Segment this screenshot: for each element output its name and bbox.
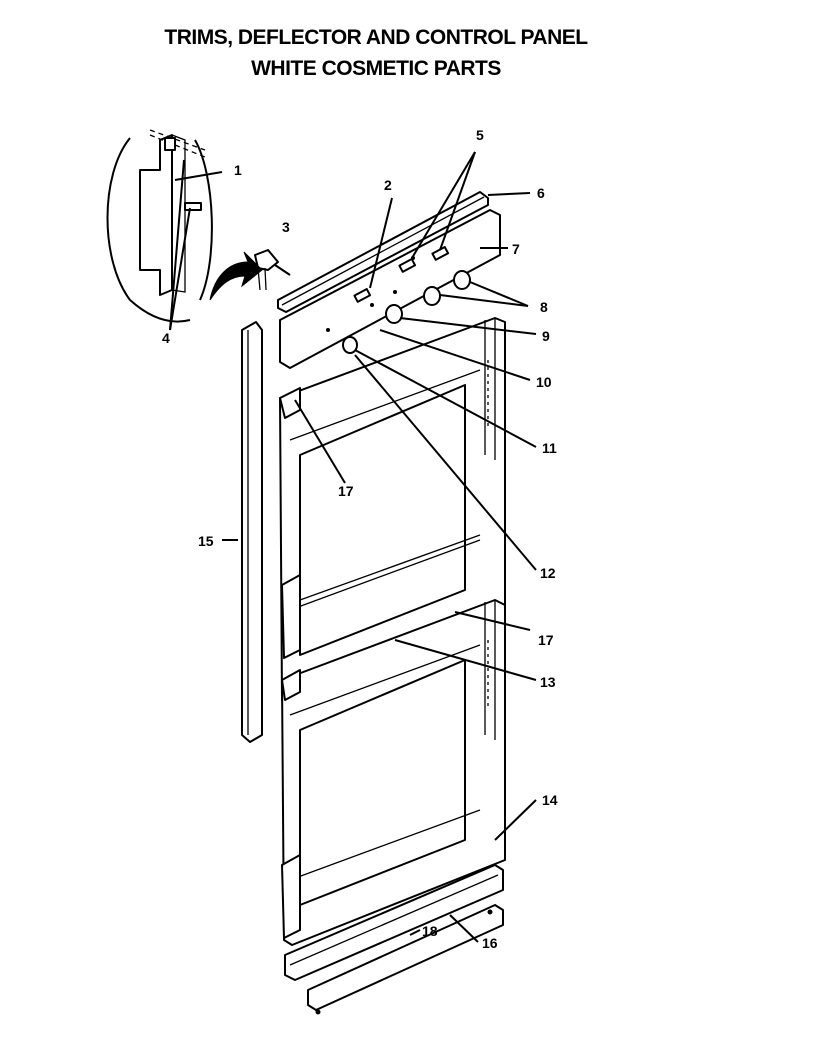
lower-frame (281, 599, 506, 946)
control-panel-7 (279, 209, 501, 369)
callout-3: 3 (282, 219, 290, 235)
detail-inset (106, 129, 223, 331)
side-trim-15 (241, 321, 263, 743)
callout-7: 7 (512, 241, 520, 257)
callout-16: 16 (482, 935, 498, 951)
callout-9: 9 (542, 328, 550, 344)
callout-10: 10 (536, 374, 552, 390)
callout-18: 18 (422, 923, 438, 939)
clip-part-3 (209, 249, 291, 301)
callout-14: 14 (542, 792, 558, 808)
leader-lines (222, 151, 537, 943)
callout-2: 2 (384, 177, 392, 193)
diagram-subtitle: WHITE COSMETIC PARTS (251, 57, 501, 80)
callout-15: 15 (198, 533, 214, 549)
upper-frame (279, 317, 506, 706)
callout-17-lower: 17 (538, 632, 554, 648)
callout-1: 1 (234, 162, 242, 178)
callout-5: 5 (476, 127, 484, 143)
diagram-title: TRIMS, DEFLECTOR AND CONTROL PANEL (164, 26, 588, 49)
callout-17-upper: 17 (338, 483, 354, 499)
callout-8: 8 (540, 299, 548, 315)
kick-plate-14-16-18 (284, 864, 504, 1015)
callout-11: 11 (542, 440, 557, 456)
callout-12: 12 (540, 565, 556, 581)
callout-4: 4 (162, 330, 170, 346)
callout-13: 13 (540, 674, 556, 690)
deflector-6 (277, 191, 489, 313)
callout-6: 6 (537, 185, 545, 201)
knobs-8 (342, 270, 471, 354)
